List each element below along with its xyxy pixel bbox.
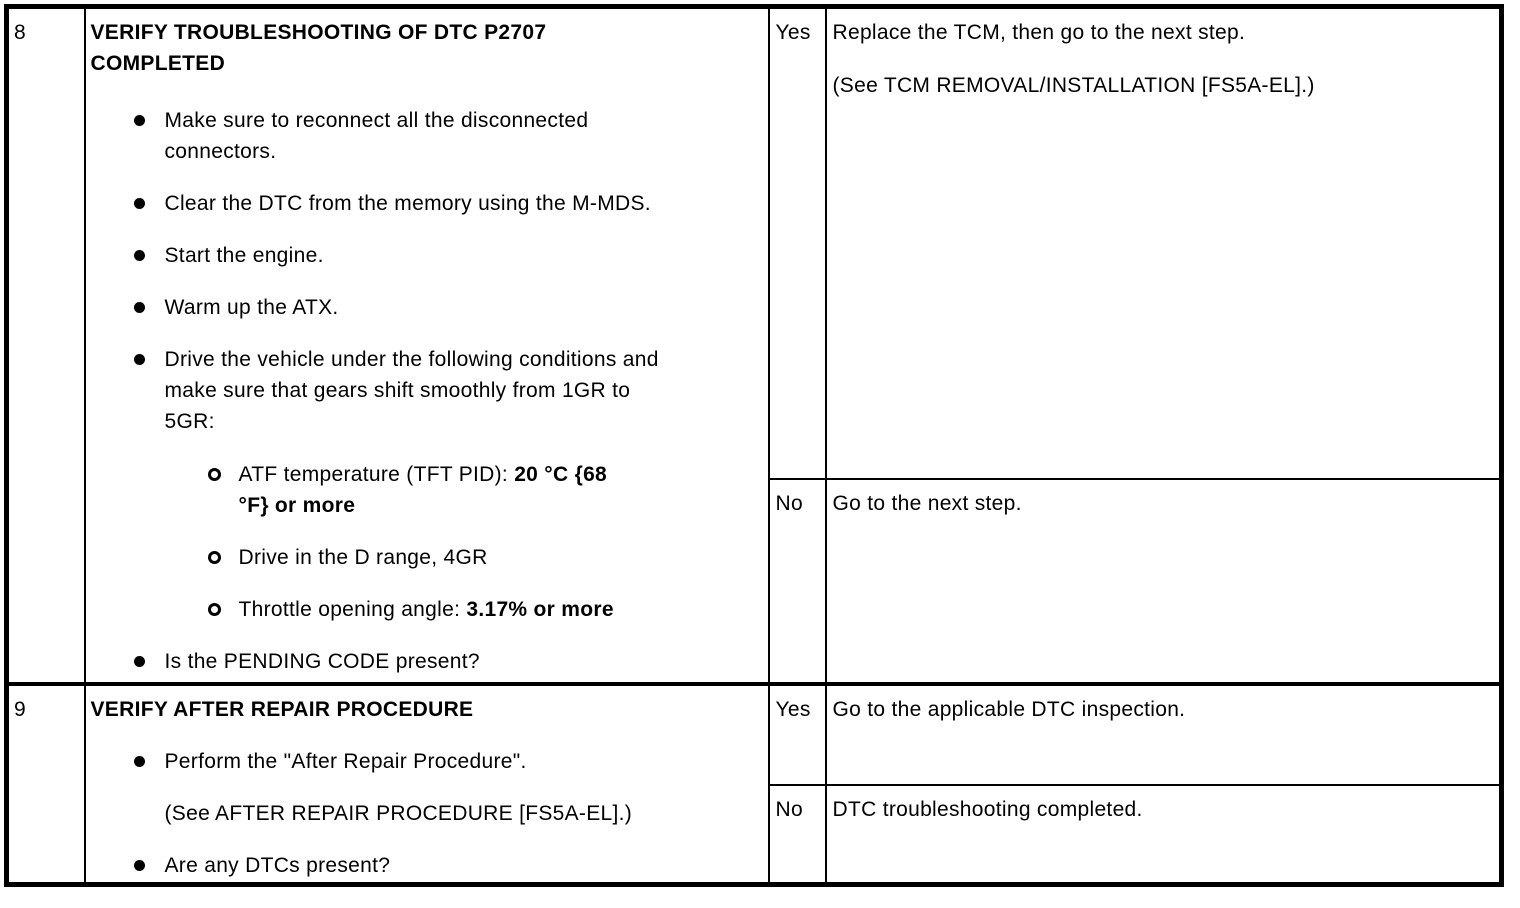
- bullet-item: Perform the "After Repair Procedure".: [133, 746, 760, 777]
- bullet-text-regular: Make sure to reconnect all the disconnec…: [164, 109, 589, 163]
- table-row: 8 VERIFY TROUBLESHOOTING OF DTC P2707 CO…: [5, 5, 1503, 685]
- answer-cell-yes: Yes: [767, 681, 827, 786]
- bullet-text-regular: Drive in the D range, 4GR: [238, 546, 488, 569]
- sub-bullet-item: Drive in the D range, 4GR: [207, 542, 760, 573]
- bullet-text-regular: Clear the DTC from the memory using the …: [164, 192, 651, 215]
- action-title: VERIFY TROUBLESHOOTING OF DTC P2707 COMP…: [90, 21, 547, 75]
- bullet-text: Are any DTCs present?: [165, 850, 391, 881]
- bullet-text: Drive the vehicle under the following co…: [165, 344, 675, 437]
- bullet-item: Is the PENDING CODE present?: [133, 646, 760, 677]
- filled-bullet-icon: [133, 250, 145, 261]
- bullet-text-regular: (See AFTER REPAIR PROCEDURE [FS5A-EL].): [164, 801, 633, 825]
- table-row: No DTC troubleshooting completed.: [7, 783, 1503, 886]
- table-row: No Go to the next step.: [7, 477, 1503, 685]
- bullet-item: Clear the DTC from the memory using the …: [133, 188, 760, 219]
- bullet-item: Drive the vehicle under the following co…: [133, 344, 760, 437]
- hollow-bullet-icon: [207, 551, 221, 564]
- hollow-bullet-icon: [207, 468, 221, 481]
- dtc-troubleshooting-table: 8 VERIFY TROUBLESHOOTING OF DTC P2707 CO…: [4, 4, 1504, 887]
- result-cell: Go to the applicable DTC inspection.: [824, 681, 1503, 786]
- answer-cell-no: No: [767, 477, 827, 685]
- bullet-text: Start the engine.: [165, 240, 324, 271]
- bullet-text-regular: Warm up the ATX.: [164, 296, 339, 319]
- step-number: 9: [14, 697, 26, 721]
- filled-bullet-icon: [133, 198, 145, 209]
- bullet-text: ATF temperature (TFT PID): 20 °C {68 °F}…: [239, 459, 624, 521]
- result-line: Go to the applicable DTC inspection.: [832, 697, 1186, 721]
- result-line: Replace the TCM, then go to the next ste…: [832, 21, 1246, 44]
- action-cell: VERIFY AFTER REPAIR PROCEDURE Perform th…: [83, 681, 770, 886]
- bullet-text-regular: Are any DTCs present?: [164, 853, 391, 877]
- filled-bullet-icon: [133, 302, 145, 313]
- result-line: DTC troubleshooting completed.: [832, 797, 1143, 821]
- answer-label: Yes: [775, 697, 811, 721]
- result-line: Go to the next step.: [832, 491, 1022, 515]
- bullet-item: Are any DTCs present?: [133, 850, 760, 881]
- filled-bullet-icon: [133, 115, 145, 126]
- filled-bullet-icon: [133, 755, 145, 767]
- action-cell: VERIFY TROUBLESHOOTING OF DTC P2707 COMP…: [83, 5, 770, 685]
- sub-bullet-item: Throttle opening angle: 3.17% or more: [207, 594, 760, 625]
- answer-label: No: [775, 491, 803, 515]
- bullet-item: Start the engine.: [133, 240, 760, 271]
- sub-bullet-item: ATF temperature (TFT PID): 20 °C {68 °F}…: [207, 459, 760, 521]
- filled-bullet-icon: [133, 859, 145, 871]
- filled-bullet-icon: [133, 354, 145, 365]
- bullet-text-regular: Start the engine.: [164, 244, 324, 267]
- bullet-text: Clear the DTC from the memory using the …: [165, 188, 651, 219]
- table-row: 9 VERIFY AFTER REPAIR PROCEDURE Perform …: [5, 681, 1503, 886]
- bullet-text: (See AFTER REPAIR PROCEDURE [FS5A-EL].): [165, 798, 633, 829]
- bullet-text-bold: 20 °C {68 °F} or more: [238, 463, 608, 517]
- bullet-text: Make sure to reconnect all the disconnec…: [165, 105, 615, 167]
- step-cell: 9: [5, 681, 86, 886]
- result-cell: Replace the TCM, then go to the next ste…: [824, 5, 1503, 480]
- answer-label: No: [775, 797, 803, 821]
- result-cell: DTC troubleshooting completed.: [824, 783, 1503, 886]
- bullet-text-regular: Drive the vehicle under the following co…: [164, 348, 659, 433]
- result-reference-line: (See TCM REMOVAL/INSTALLATION [FS5A-EL].…: [832, 74, 1315, 97]
- answer-cell-no: No: [767, 783, 827, 886]
- bullet-item: Make sure to reconnect all the disconnec…: [133, 105, 760, 167]
- step-cell: 8: [5, 5, 86, 685]
- bullet-text: Drive in the D range, 4GR: [239, 542, 488, 573]
- bullet-item: Warm up the ATX.: [133, 292, 760, 323]
- bullet-text-regular: Perform the "After Repair Procedure".: [164, 749, 527, 773]
- answer-label: Yes: [775, 21, 811, 44]
- bullet-text: Is the PENDING CODE present?: [165, 646, 480, 677]
- bullet-text-regular: Throttle opening angle:: [238, 598, 467, 621]
- filled-bullet-icon: [133, 656, 145, 667]
- reference-line: (See AFTER REPAIR PROCEDURE [FS5A-EL].): [165, 798, 760, 829]
- bullet-text: Warm up the ATX.: [165, 292, 339, 323]
- answer-cell-yes: Yes: [767, 5, 827, 480]
- result-cell: Go to the next step.: [824, 477, 1503, 685]
- bullet-text: Throttle opening angle: 3.17% or more: [239, 594, 614, 625]
- action-title: VERIFY AFTER REPAIR PROCEDURE: [90, 697, 474, 721]
- bullet-text: Perform the "After Repair Procedure".: [165, 746, 527, 777]
- hollow-bullet-icon: [207, 603, 221, 616]
- bullet-text-regular: ATF temperature (TFT PID):: [238, 463, 515, 486]
- step-number: 8: [14, 21, 26, 44]
- bullet-text-regular: Is the PENDING CODE present?: [164, 650, 480, 673]
- bullet-text-bold: 3.17% or more: [466, 598, 614, 621]
